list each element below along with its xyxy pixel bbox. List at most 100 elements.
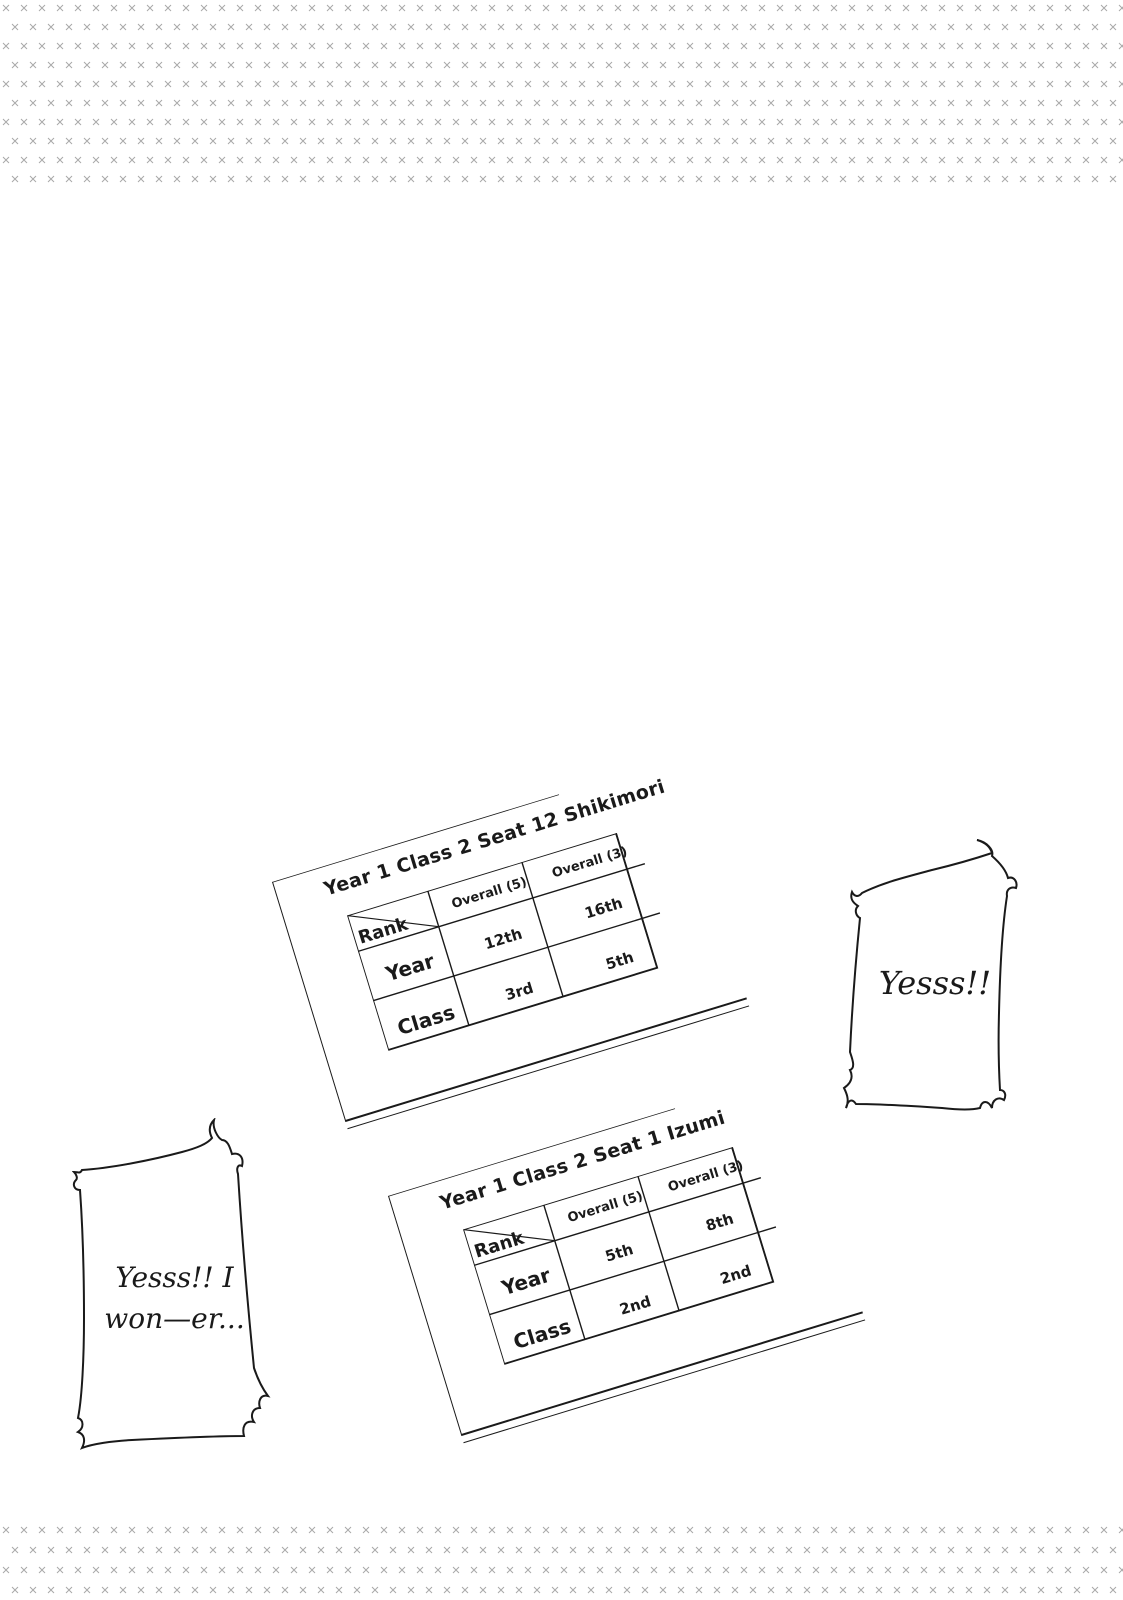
x-mark — [119, 137, 127, 145]
x-mark — [839, 23, 847, 31]
x-mark — [1019, 137, 1027, 145]
x-mark — [470, 80, 478, 88]
x-mark — [1037, 23, 1045, 31]
x-mark — [461, 1546, 469, 1554]
x-mark — [677, 1586, 685, 1594]
x-mark — [137, 1586, 145, 1594]
x-mark — [497, 61, 505, 69]
x-mark — [317, 23, 325, 31]
x-mark — [920, 1566, 928, 1574]
x-mark — [29, 137, 37, 145]
x-mark — [101, 175, 109, 183]
x-mark — [650, 156, 658, 164]
x-mark — [740, 4, 748, 12]
x-mark — [137, 23, 145, 31]
x-mark — [416, 118, 424, 126]
x-mark — [812, 156, 820, 164]
x-mark — [893, 137, 901, 145]
speech-bubble-right: Yesss!! — [842, 838, 1027, 1128]
x-mark — [290, 80, 298, 88]
x-mark — [308, 42, 316, 50]
x-mark — [452, 118, 460, 126]
x-mark — [506, 1566, 514, 1574]
x-mark — [434, 4, 442, 12]
x-mark — [596, 1526, 604, 1534]
x-mark — [902, 118, 910, 126]
x-mark — [929, 99, 937, 107]
x-mark — [1064, 80, 1072, 88]
x-mark — [542, 156, 550, 164]
x-mark — [128, 4, 136, 12]
x-mark — [524, 1526, 532, 1534]
x-mark — [857, 137, 865, 145]
x-mark — [371, 175, 379, 183]
report-paper — [388, 1107, 866, 1444]
x-mark — [938, 42, 946, 50]
x-mark — [1109, 175, 1117, 183]
x-mark — [587, 175, 595, 183]
x-mark — [515, 1546, 523, 1554]
x-mark — [425, 175, 433, 183]
x-mark — [83, 1586, 91, 1594]
x-mark — [380, 42, 388, 50]
x-mark — [344, 4, 352, 12]
x-mark — [416, 1526, 424, 1534]
jagged-bubble-outline — [71, 1116, 271, 1450]
x-mark — [956, 4, 964, 12]
x-mark — [506, 4, 514, 12]
x-mark — [434, 1566, 442, 1574]
x-mark — [227, 99, 235, 107]
x-mark — [695, 61, 703, 69]
x-mark — [119, 99, 127, 107]
x-mark — [659, 1586, 667, 1594]
x-mark — [884, 42, 892, 50]
x-mark — [92, 1566, 100, 1574]
x-mark — [686, 80, 694, 88]
x-mark — [632, 1566, 640, 1574]
x-mark — [587, 137, 595, 145]
x-mark — [722, 42, 730, 50]
x-mark — [83, 1546, 91, 1554]
x-mark — [623, 1586, 631, 1594]
x-mark — [335, 61, 343, 69]
x-mark — [173, 61, 181, 69]
x-mark — [956, 156, 964, 164]
x-mark — [272, 4, 280, 12]
x-mark — [47, 61, 55, 69]
x-mark — [515, 61, 523, 69]
x-mark — [884, 1566, 892, 1574]
x-mark — [56, 80, 64, 88]
x-mark — [650, 42, 658, 50]
x-mark — [20, 42, 28, 50]
x-mark — [407, 1546, 415, 1554]
x-mark — [848, 1566, 856, 1574]
x-mark — [884, 4, 892, 12]
x-mark — [1037, 1546, 1045, 1554]
x-mark — [110, 1526, 118, 1534]
x-mark — [209, 137, 217, 145]
x-mark — [758, 156, 766, 164]
x-mark — [785, 99, 793, 107]
x-mark — [281, 99, 289, 107]
x-mark — [281, 1586, 289, 1594]
x-mark — [1010, 156, 1018, 164]
x-mark — [542, 1526, 550, 1534]
x-mark — [893, 99, 901, 107]
x-mark — [1064, 1526, 1072, 1534]
x-mark — [983, 175, 991, 183]
x-mark — [101, 137, 109, 145]
x-mark — [947, 1546, 955, 1554]
x-mark — [758, 42, 766, 50]
x-mark — [920, 118, 928, 126]
x-mark — [110, 4, 118, 12]
x-mark — [803, 23, 811, 31]
x-mark — [533, 1546, 541, 1554]
x-mark — [956, 1526, 964, 1534]
x-mark — [524, 80, 532, 88]
x-mark — [758, 80, 766, 88]
x-mark — [380, 1526, 388, 1534]
x-mark — [857, 1586, 865, 1594]
x-mark — [677, 23, 685, 31]
x-mark — [560, 42, 568, 50]
x-mark — [857, 61, 865, 69]
